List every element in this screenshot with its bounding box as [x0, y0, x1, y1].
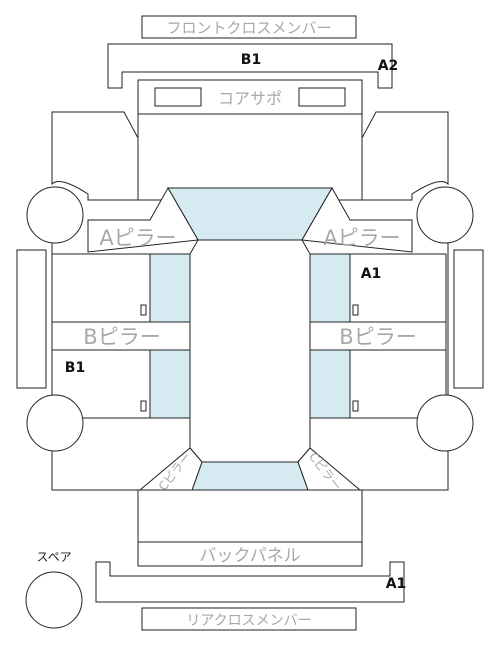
right-front-door-grade: A1 [361, 266, 382, 282]
left-front-window [149, 253, 191, 323]
a-pillar-left-label: Aピラー [99, 226, 176, 250]
a-pillar-left-area [87, 186, 199, 253]
core-support-right-slot [298, 87, 346, 107]
front-member-grade: B1 [241, 52, 261, 68]
left-rear-door-grade: B1 [65, 360, 85, 376]
core-support-left-slot [154, 87, 202, 107]
left-side-sill [16, 249, 47, 389]
hood [137, 113, 363, 201]
front-cross-member-label: フロントクロスメンバー [166, 19, 331, 37]
core-support [137, 79, 363, 115]
right-front-door [349, 253, 447, 323]
rear-cross-member-label: リアクロスメンバー [186, 613, 311, 629]
spare-tire [25, 571, 83, 629]
back-panel [137, 541, 363, 567]
front-cross-member [107, 43, 393, 89]
left-rear-wheel [26, 394, 84, 452]
a-pillar-right-label: Aピラー [323, 226, 400, 250]
right-rear-door-handle [352, 400, 359, 412]
left-front-door [51, 253, 151, 323]
rear-cross-member-box [141, 607, 357, 631]
roof [189, 239, 311, 463]
b-pillar-right-area [309, 321, 447, 351]
front-cross-member-box [141, 15, 357, 39]
trunk [137, 489, 363, 543]
left-rear-window [149, 349, 191, 419]
b-pillar-right-label: Bピラー [339, 325, 416, 349]
back-panel-label: バックパネル [199, 546, 300, 566]
right-side-sill [453, 249, 484, 389]
rear-member-corner-grade: A1 [386, 576, 407, 592]
left-front-door-handle [140, 304, 147, 316]
left-front-wheel [26, 186, 84, 244]
a-pillar-right-area [301, 186, 413, 253]
left-front-fender [51, 111, 139, 201]
rear-window [191, 461, 309, 491]
rear-cross-member [95, 561, 405, 603]
front-member-corner-grade: A2 [378, 58, 399, 74]
right-front-door-handle [352, 304, 359, 316]
core-support-label: コアサポ [218, 89, 282, 108]
left-rear-door-handle [140, 400, 147, 412]
right-rear-wheel [416, 394, 474, 452]
b-pillar-left-label: Bピラー [83, 325, 160, 349]
right-front-window [309, 253, 351, 323]
right-rear-window [309, 349, 351, 419]
right-front-wheel [416, 186, 474, 244]
right-front-fender [361, 111, 449, 201]
spare-label: スペア [36, 550, 71, 564]
b-pillar-left-area [51, 321, 191, 351]
